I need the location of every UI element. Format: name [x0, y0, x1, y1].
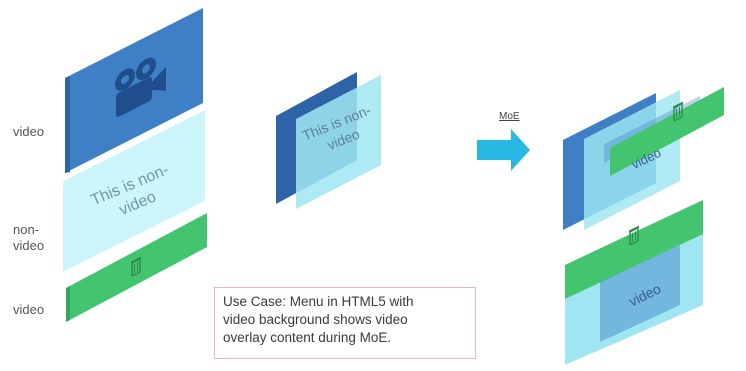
label-video-bottom: video [13, 302, 45, 317]
caption-line-2: video background shows video [223, 312, 408, 327]
label-video-top: video [13, 124, 45, 139]
label-non-video-line1: non- [13, 222, 40, 237]
caption-line-3: overlay content during MoE. [223, 330, 392, 345]
left-video-layer [65, 8, 203, 173]
middle-composite: This is non- video [276, 72, 381, 209]
arrow-right-icon [477, 129, 530, 171]
right-bottom-composite: video [565, 200, 703, 365]
left-non-video-layer: This is non- video [63, 110, 205, 272]
left-green-overlay-layer [66, 213, 207, 322]
label-non-video-line2: video [13, 238, 45, 253]
arrow-label: MoE [499, 111, 520, 122]
right-top-composite: video [563, 87, 724, 230]
caption-line-1: Use Case: Menu in HTML5 with [223, 294, 414, 309]
use-case-caption: Use Case: Menu in HTML5 with video backg… [214, 287, 476, 359]
